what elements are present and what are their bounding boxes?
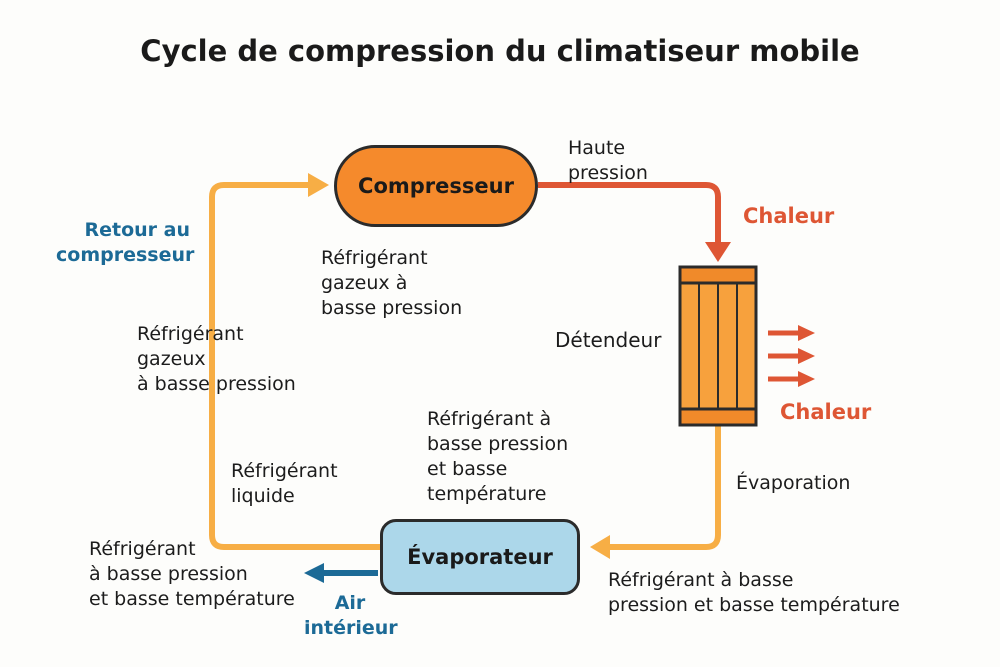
return-loop-line: [209, 182, 385, 550]
low-pressure-low-temp-label-center: Réfrigérant à basse pression et basse te…: [427, 408, 569, 505]
evaporation-line: [610, 425, 721, 550]
evaporation-arrowhead: [590, 535, 610, 559]
liquid-refrigerant-label: Réfrigérant liquide: [231, 460, 338, 507]
return-arrowhead: [308, 173, 329, 197]
expansion-valve-label: Détendeur: [555, 328, 662, 352]
indoor-air-arrow: [304, 563, 378, 583]
indoor-air-label: Air intérieur: [304, 592, 398, 639]
page-title: Cycle de compression du climatiseur mobi…: [140, 34, 860, 68]
high-pressure-label: Haute pression: [568, 137, 648, 184]
evaporator-node: Évaporateur: [380, 519, 580, 595]
heat-label-top: Chaleur: [743, 204, 835, 228]
gas-low-pressure-label-top: Réfrigérant gazeux à basse pression: [321, 247, 463, 319]
high-pressure-arrowhead: [705, 242, 731, 262]
compressor-node: Compresseur: [334, 145, 538, 227]
high-pressure-line: [538, 182, 721, 242]
evaporation-label: Évaporation: [736, 472, 851, 494]
heat-label-right: Chaleur: [780, 400, 872, 424]
return-to-compressor-label: Retour au compresseur: [56, 219, 195, 266]
low-pressure-low-temp-label-bottom-left: Réfrigérant à basse pression et basse te…: [89, 538, 295, 610]
gas-low-pressure-label-left: Réfrigérant gazeux à basse pression: [137, 323, 296, 395]
expansion-valve: [678, 265, 758, 427]
heat-arrows: [768, 325, 815, 387]
low-pressure-low-temp-label-bottom-right: Réfrigérant à basse pression et basse te…: [608, 569, 900, 616]
